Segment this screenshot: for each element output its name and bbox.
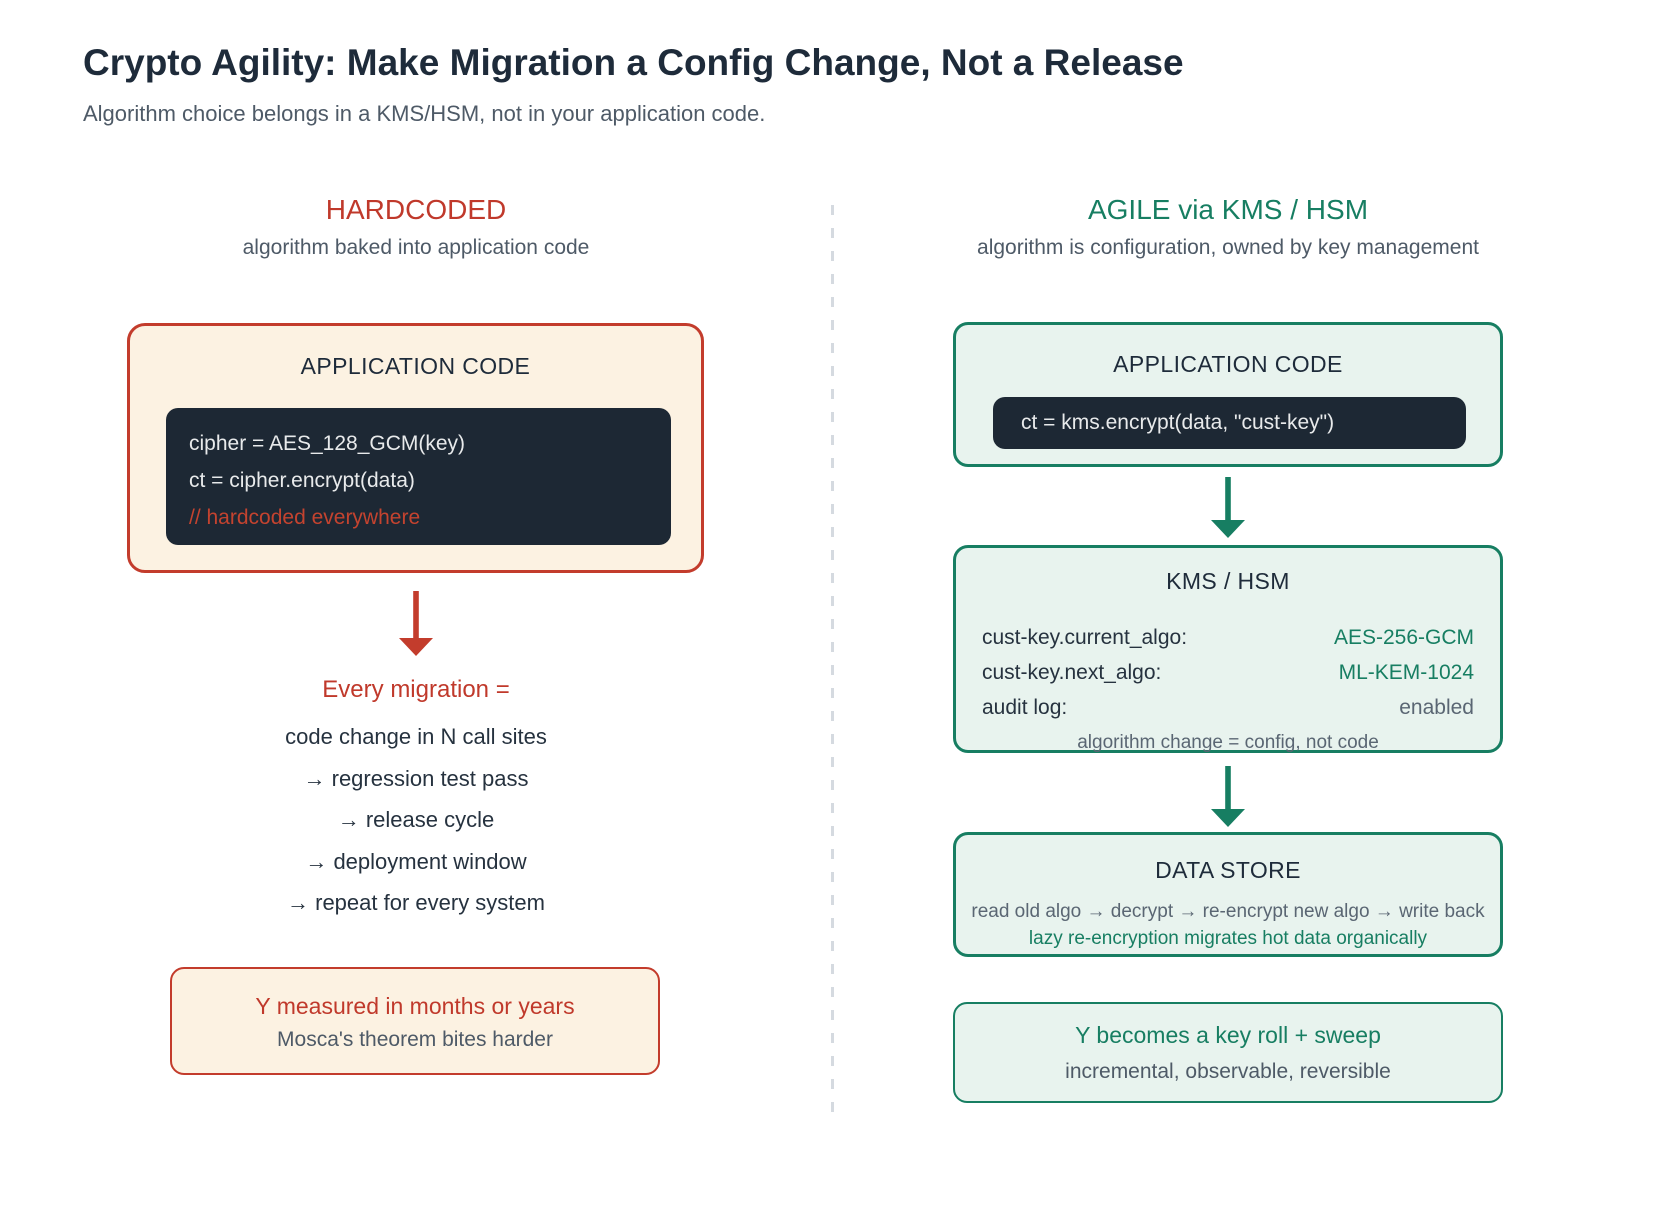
agile-application-code-box: APPLICATION CODE ct = kms.encrypt(data, …: [953, 322, 1503, 467]
migration-step: → repeat for every system: [287, 890, 545, 916]
kms-row-label: cust-key.next_algo:: [982, 660, 1162, 684]
agile-code-snippet: ct = kms.encrypt(data, "cust-key"): [993, 397, 1466, 449]
kms-hsm-title: KMS / HSM: [1166, 568, 1290, 594]
down-arrow-teal-icon: [1211, 766, 1245, 827]
kms-row: cust-key.current_algo: AES-256-GCM: [982, 620, 1474, 655]
hardcoded-heading: HARDCODED: [325, 194, 507, 225]
agile-subheading: algorithm is configuration, owned by key…: [977, 236, 1479, 259]
hardcoded-application-code-box: APPLICATION CODE cipher = AES_128_GCM(ke…: [127, 323, 704, 573]
kms-row-value: ML-KEM-1024: [1338, 660, 1474, 684]
migration-heading: Every migration =: [322, 676, 510, 703]
code-line: ct = cipher.encrypt(data): [189, 469, 415, 492]
code-comment-line: // hardcoded everywhere: [189, 506, 421, 529]
page-title: Crypto Agility: Make Migration a Config …: [83, 42, 1184, 83]
kms-row: audit log: enabled: [982, 690, 1474, 725]
column-divider: [831, 205, 834, 1120]
hardcoded-subheading: algorithm baked into application code: [242, 236, 590, 259]
outcome-headline: Y measured in months or years: [255, 993, 575, 1019]
kms-row-value: AES-256-GCM: [1333, 625, 1474, 649]
agile-column: AGILE via KMS / HSM algorithm is configu…: [953, 0, 1503, 1208]
outcome-headline: Y becomes a key roll + sweep: [1075, 1022, 1381, 1048]
down-arrow-teal-icon: [1211, 477, 1245, 538]
hardcoded-column: HARDCODED algorithm baked into applicati…: [0, 0, 832, 1208]
application-code-title: APPLICATION CODE: [300, 353, 531, 379]
migration-steps: code change in N call sites → regression…: [0, 716, 832, 924]
application-code-title: APPLICATION CODE: [1113, 351, 1343, 377]
page-subtitle: Algorithm choice belongs in a KMS/HSM, n…: [83, 101, 766, 126]
code-line: ct = kms.encrypt(data, "cust-key"): [1021, 411, 1335, 434]
migration-step: code change in N call sites: [285, 724, 547, 749]
hardcoded-outcome-box: Y measured in months or years Mosca's th…: [170, 967, 660, 1075]
outcome-subline: incremental, observable, reversible: [1065, 1060, 1391, 1083]
code-line: cipher = AES_128_GCM(key): [189, 432, 466, 455]
data-store-flow: read old algo → decrypt → re-encrypt new…: [971, 901, 1485, 922]
agile-heading: AGILE via KMS / HSM: [1087, 194, 1369, 225]
migration-step: → regression test pass: [303, 765, 529, 791]
outcome-subline: Mosca's theorem bites harder: [277, 1028, 553, 1051]
migration-step: → release cycle: [337, 807, 495, 833]
kms-row-label: cust-key.current_algo:: [982, 625, 1188, 649]
data-store-box: DATA STORE read old algo → decrypt → re-…: [953, 832, 1503, 957]
down-arrow-red-icon: [399, 591, 433, 656]
kms-row: cust-key.next_algo: ML-KEM-1024: [982, 655, 1474, 690]
data-store-title: DATA STORE: [1155, 857, 1301, 883]
kms-hsm-box: KMS / HSM cust-key.current_algo: AES-256…: [953, 545, 1503, 753]
kms-row-value: enabled: [1399, 695, 1474, 719]
data-store-note: lazy re-encryption migrates hot data org…: [1028, 928, 1428, 949]
kms-config-rows: cust-key.current_algo: AES-256-GCM cust-…: [982, 620, 1474, 725]
hardcoded-code-snippet: cipher = AES_128_GCM(key) ct = cipher.en…: [166, 408, 671, 545]
agile-outcome-box: Y becomes a key roll + sweep incremental…: [953, 1002, 1503, 1103]
kms-row-label: audit log:: [982, 695, 1068, 719]
migration-step: → deployment window: [305, 848, 527, 874]
kms-caption: algorithm change = config, not code: [1077, 732, 1379, 753]
